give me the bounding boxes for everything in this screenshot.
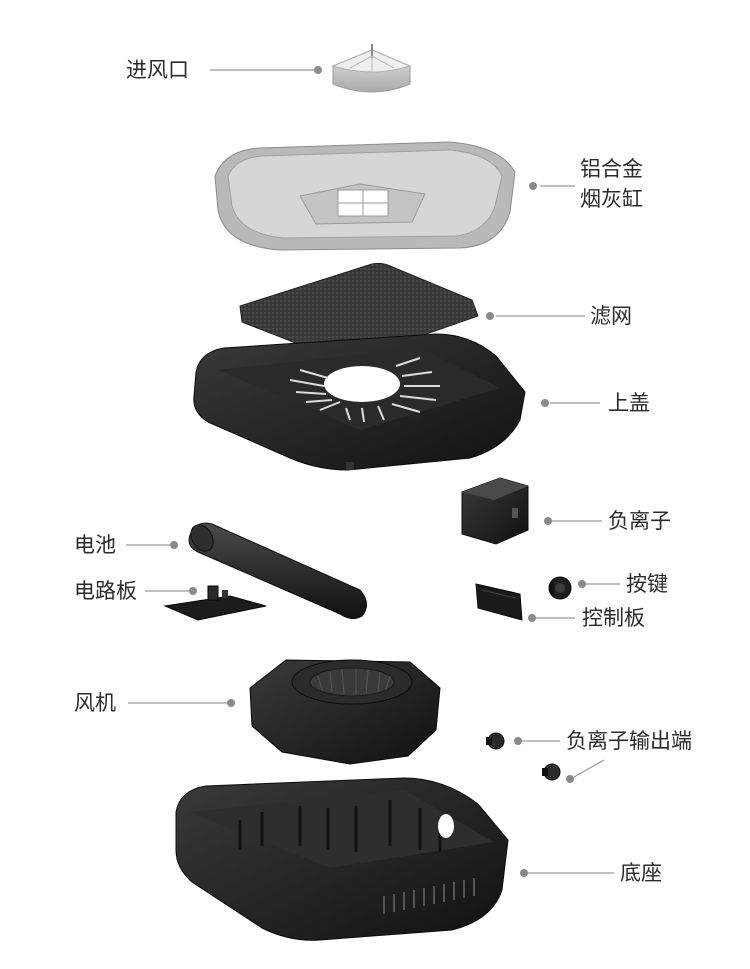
label-intake: 进风口 (126, 58, 189, 82)
label-ashtray-line2: 烟灰缸 (580, 187, 643, 211)
negative-ion-module-part (461, 477, 529, 545)
label-ion-output: 负离子输出端 (566, 729, 692, 753)
label-fan: 风机 (74, 691, 116, 715)
label-ashtray: 铝合金 烟灰缸 (580, 154, 643, 214)
label-button: 按键 (626, 572, 668, 596)
leader-ion-output-2 (573, 759, 605, 778)
battery-part (188, 522, 367, 620)
label-base: 底座 (620, 861, 662, 885)
ion-output-tip-part (486, 732, 561, 781)
label-battery: 电池 (74, 533, 116, 557)
label-ashtray-line1: 铝合金 (580, 157, 643, 181)
base-part (175, 777, 509, 941)
label-ionizer: 负离子 (608, 509, 671, 533)
fan-part (249, 659, 441, 765)
label-filter: 滤网 (590, 304, 632, 328)
label-circuit-board: 电路板 (74, 579, 137, 603)
top-cover-part (193, 333, 526, 471)
button-part (548, 576, 572, 600)
circuit-board-part (163, 585, 267, 621)
control-board-part (475, 583, 523, 621)
label-control-board: 控制板 (582, 606, 645, 630)
leader-lines (126, 69, 620, 874)
leader-dots (170, 66, 586, 877)
aluminum-ashtray-part (214, 141, 516, 251)
label-top-cover: 上盖 (608, 391, 650, 415)
air-intake-part (331, 44, 412, 93)
